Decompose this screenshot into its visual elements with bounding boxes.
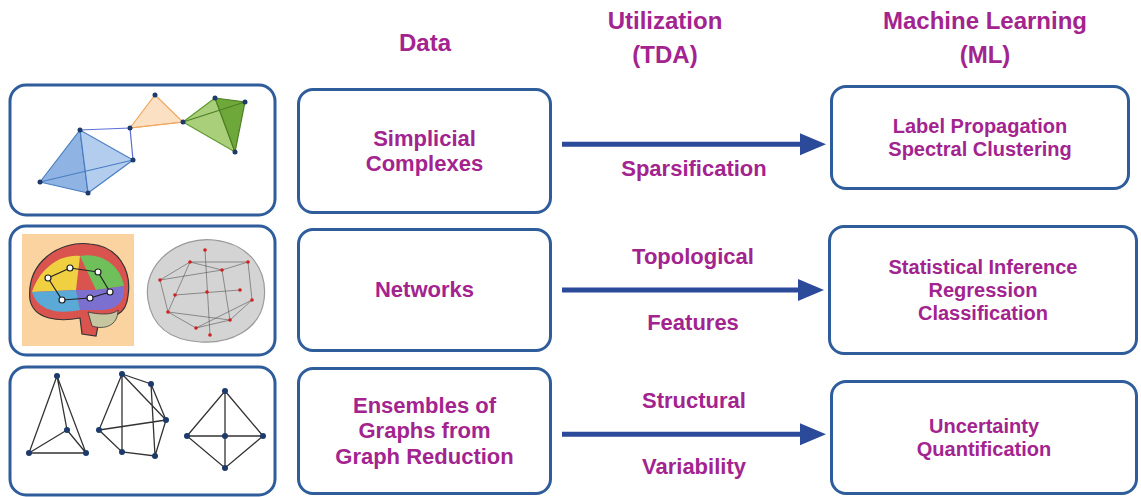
data-box: Networks <box>297 228 552 352</box>
ml-box: Label Propagation Spectral Clustering <box>830 85 1130 190</box>
box-text: Simplicial Complexes <box>325 126 525 177</box>
data-box: Simplicial Complexes <box>297 88 552 214</box>
picture-frame <box>10 367 275 495</box>
flow-arrow <box>562 279 824 301</box>
box-text: Uncertainty Quantification <box>884 415 1084 461</box>
simplicial-complex <box>38 93 248 196</box>
box-text: Ensembles of Graphs from Graph Reduction <box>325 393 525 469</box>
column-header: Machine Learning (ML) <box>868 4 1103 72</box>
data-box: Ensembles of Graphs from Graph Reduction <box>297 367 552 495</box>
ml-box: Uncertainty Quantification <box>830 380 1138 495</box>
box-text: Label Propagation Spectral Clustering <box>880 115 1080 161</box>
flow-arrow <box>562 133 826 155</box>
edge-label: Sparsification <box>594 156 794 182</box>
column-header: Data <box>365 26 485 60</box>
flow-arrow <box>562 423 826 445</box>
box-text: Statistical Inference Regression Classif… <box>883 256 1083 325</box>
picture-frame <box>10 85 275 215</box>
ml-box: Statistical Inference Regression Classif… <box>828 225 1138 355</box>
text-group: Networks <box>375 277 474 302</box>
text-group: Ensembles of Graphs from Graph Reduction <box>325 393 525 469</box>
box-text: Networks <box>375 277 474 302</box>
text-group: Label Propagation Spectral Clustering <box>880 115 1080 161</box>
text-group: Simplicial Complexes <box>325 126 525 177</box>
text-group: Uncertainty Quantification <box>884 415 1084 461</box>
column-header: Utilization (TDA) <box>580 4 750 72</box>
graph-ensemble <box>26 371 266 471</box>
text-group: Statistical Inference Regression Classif… <box>883 256 1083 325</box>
brain-network <box>22 234 265 346</box>
picture-frame <box>10 226 275 355</box>
edge-label: Topological Features <box>618 224 768 356</box>
edge-label: Structural Variability <box>619 368 769 497</box>
